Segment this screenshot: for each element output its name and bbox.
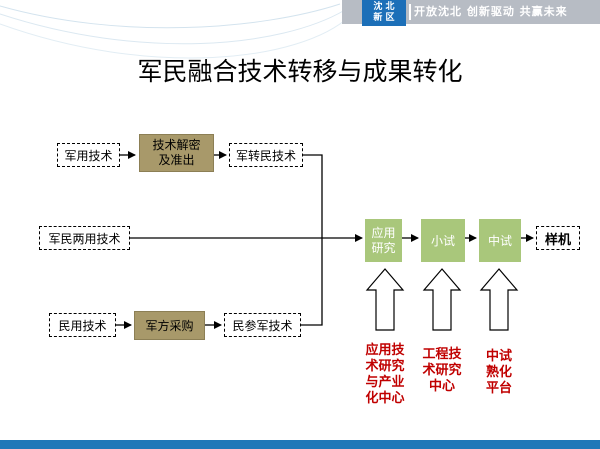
civ-to-mil-box: 民参军技术 — [224, 313, 301, 337]
support-1-line: 化中心 — [365, 391, 405, 406]
support-1-line: 与产业 — [365, 375, 405, 390]
support-arrow-3 — [479, 268, 519, 331]
support-1-line: 应用技 — [365, 343, 405, 358]
district-logo: 沈 北新 区 — [362, 0, 406, 26]
mil-to-civ-label: 军转民技术 — [235, 148, 296, 163]
dual-use-tech-box: 军民两用技术 — [39, 226, 130, 250]
pilot-test-box: 小试 — [421, 219, 465, 262]
declassify-line2: 及准出 — [158, 153, 195, 167]
support-arrow-2 — [422, 268, 462, 331]
header-slogan: 开放沈北 创新驱动 共赢未来 — [414, 5, 568, 18]
civ-to-mil-label: 民参军技术 — [232, 318, 293, 333]
support-3-line: 熟化 — [485, 365, 512, 380]
support-label-3: 中试 熟化 平台 — [470, 349, 528, 397]
civil-tech-box: 民用技术 — [49, 313, 116, 337]
footer-band — [0, 440, 600, 449]
support-arrow-1 — [365, 268, 405, 331]
civil-tech-label: 民用技术 — [58, 318, 107, 333]
military-tech-box: 军用技术 — [57, 143, 120, 167]
prototype-label: 样机 — [544, 232, 571, 248]
mil-to-civ-box: 军转民技术 — [229, 143, 303, 167]
intermediate-test-label: 中试 — [487, 234, 512, 248]
logo-line2: 新 区 — [373, 13, 395, 23]
prototype-box: 样机 — [536, 226, 580, 250]
support-label-2: 工程技 术研究 中心 — [413, 347, 471, 395]
page-title: 军民融合技术转移与成果转化 — [137, 57, 463, 86]
declassify-box: 技术解密及准出 — [139, 134, 214, 172]
support-3-line: 平台 — [485, 381, 512, 396]
procurement-box: 军方采购 — [134, 311, 205, 340]
pilot-test-label: 小试 — [430, 234, 455, 248]
logo-line1: 沈 北 — [373, 2, 395, 12]
procurement-label: 军方采购 — [145, 319, 194, 333]
support-2-line: 术研究 — [422, 363, 462, 378]
header-divider — [409, 4, 411, 20]
support-label-1: 应用技 术研究 与产业 化中心 — [356, 343, 414, 407]
support-1-line: 术研究 — [365, 359, 405, 374]
military-tech-label: 军用技术 — [64, 148, 113, 163]
support-2-line: 工程技 — [422, 347, 462, 362]
applied-research-line2: 研究 — [371, 240, 396, 255]
support-3-line: 中试 — [485, 349, 512, 364]
applied-research-box: 应用研究 — [365, 219, 402, 262]
support-2-line: 中心 — [428, 379, 455, 394]
dual-use-tech-label: 军民两用技术 — [48, 231, 121, 246]
intermediate-test-box: 中试 — [479, 219, 521, 262]
applied-research-line1: 应用 — [371, 225, 396, 240]
declassify-line1: 技术解密 — [152, 138, 201, 152]
